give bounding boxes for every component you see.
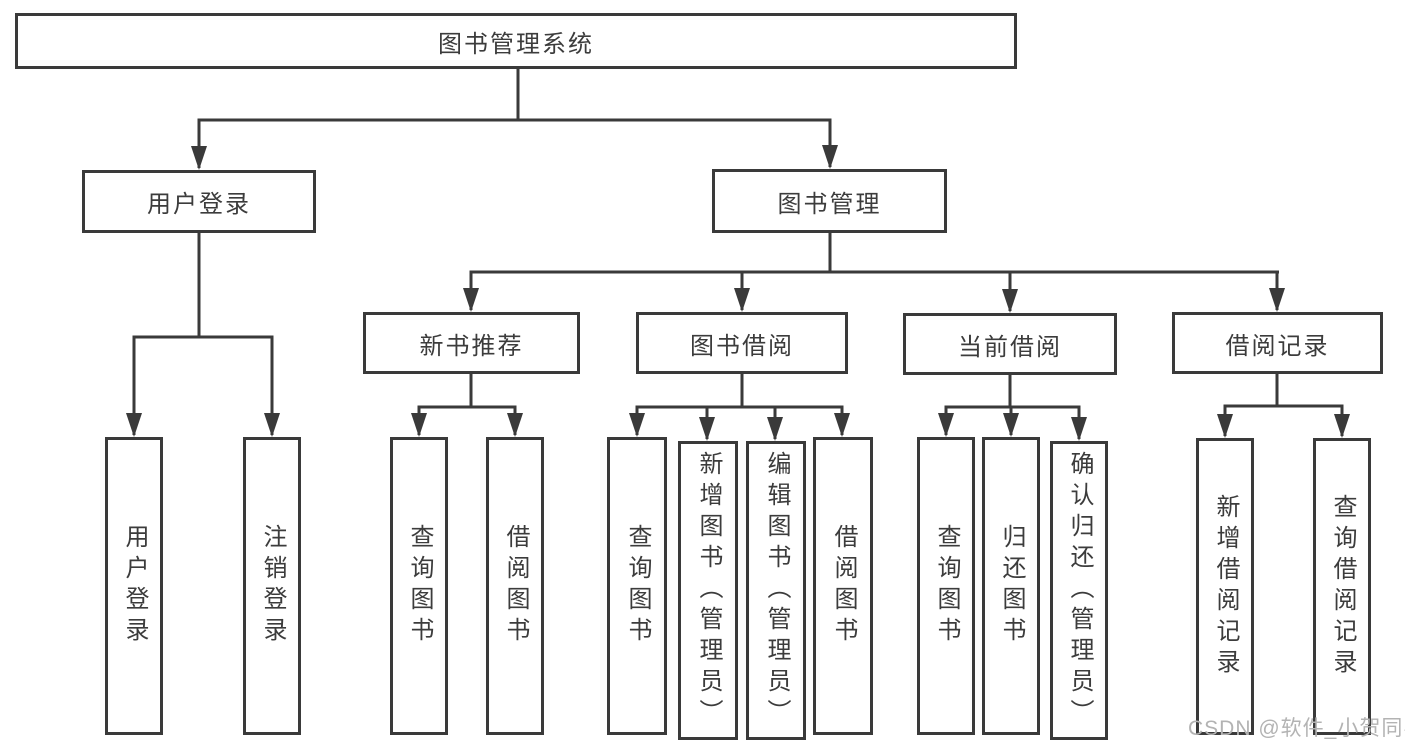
- node-borrow-records: 借阅记录: [1172, 312, 1383, 374]
- node-library-system: 图书管理系统: [15, 13, 1017, 69]
- node-user-login: 用户登录: [82, 170, 316, 233]
- leaf-edit-book-admin: 编辑图书（管理员）: [746, 441, 806, 740]
- leaf-user-login: 用户登录: [105, 437, 163, 735]
- leaf-query-books-recommend: 查询图书: [390, 437, 448, 735]
- leaf-query-books-current: 查询图书: [917, 437, 975, 735]
- node-new-book-recommend: 新书推荐: [363, 312, 580, 374]
- leaf-add-borrow-record: 新增借阅记录: [1196, 438, 1254, 735]
- node-book-borrowing: 图书借阅: [636, 312, 848, 374]
- csdn-watermark: CSDN @软件_小贺同学: [1188, 717, 1405, 740]
- leaf-confirm-return-admin: 确认归还（管理员）: [1050, 441, 1108, 740]
- leaf-query-books-borrowing: 查询图书: [607, 437, 667, 735]
- leaf-borrow-books-recommend: 借阅图书: [486, 437, 544, 735]
- node-book-management: 图书管理: [712, 169, 947, 233]
- leaf-return-books: 归还图书: [982, 437, 1040, 735]
- node-current-borrowing: 当前借阅: [903, 313, 1117, 375]
- leaf-query-borrow-record: 查询借阅记录: [1313, 438, 1371, 735]
- leaf-add-book-admin: 新增图书（管理员）: [678, 441, 738, 740]
- leaf-borrow-books-borrowing: 借阅图书: [813, 437, 873, 735]
- leaf-logout: 注销登录: [243, 437, 301, 735]
